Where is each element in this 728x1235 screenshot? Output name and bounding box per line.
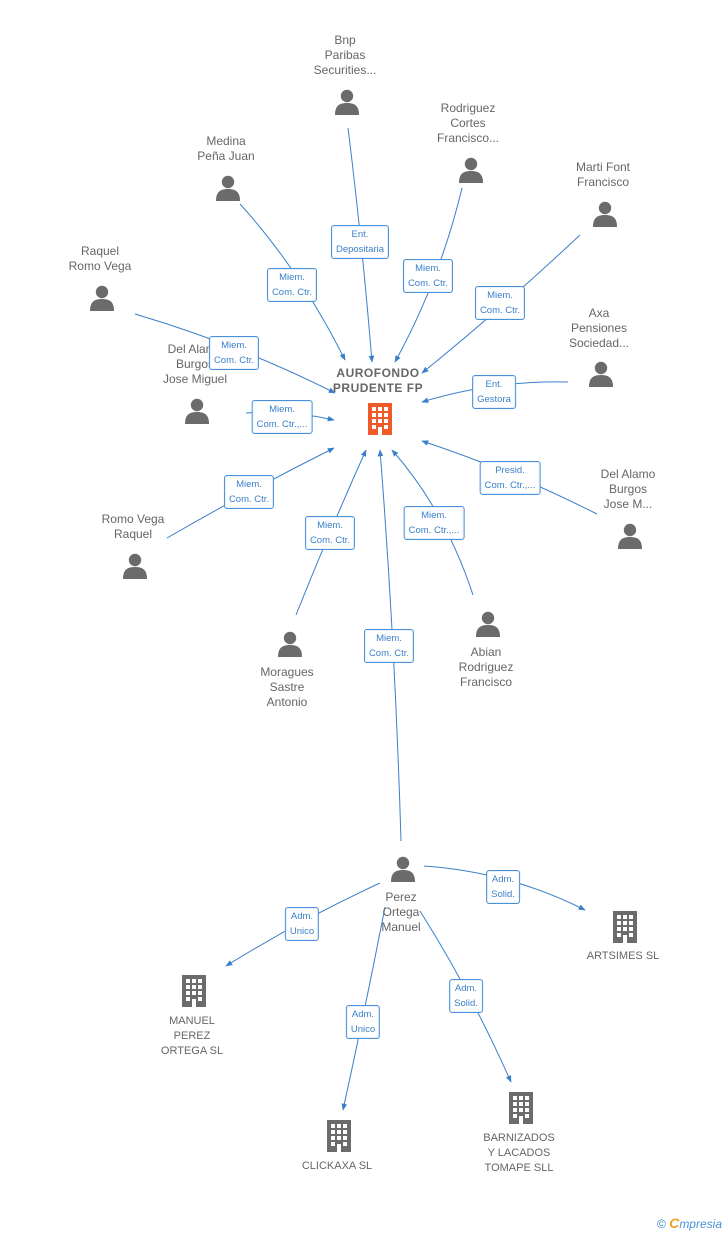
person-label-rodriguez[interactable]: Rodriguez Cortes Francisco... [436, 101, 500, 145]
edge-label-perez: Miem. Com. Ctr. [363, 629, 415, 663]
brand-initial: C [669, 1215, 680, 1231]
building-icon-clickaxa[interactable] [327, 1120, 351, 1152]
edge-label-axa: Ent. Gestora [472, 375, 516, 409]
edge-label-manuel: Adm. Unico [284, 907, 320, 941]
person-icon-delalamo2[interactable] [618, 523, 642, 549]
company-label-clickaxa[interactable]: CLICKAXA SL [301, 1160, 373, 1172]
building-icon-manuel[interactable] [182, 975, 206, 1007]
person-label-abian[interactable]: Abian Rodriguez Francisco [458, 645, 514, 689]
company-label-barnizados[interactable]: BARNIZADOS Y LACADOS TOMAPE SLL [483, 1132, 555, 1174]
company-label-manuel[interactable]: MANUEL PEREZ ORTEGA SL [160, 1015, 224, 1057]
copyright-symbol: © [657, 1217, 666, 1231]
person-icon-rodriguez[interactable] [459, 157, 483, 183]
person-label-medina[interactable]: Medina Peña Juan [197, 134, 255, 163]
edge-label-rodriguez: Miem. Com. Ctr. [402, 259, 454, 293]
person-label-marti[interactable]: Marti Font Francisco [575, 160, 631, 189]
person-label-moragues[interactable]: Moragues Sastre Antonio [260, 665, 314, 709]
empresia-logo[interactable]: © Cmpresia [657, 1215, 722, 1231]
person-icon-moragues[interactable] [278, 631, 302, 657]
edge-label-moragues: Miem. Com. Ctr. [304, 516, 356, 550]
edge-label-marti: Miem. Com. Ctr. [474, 286, 526, 320]
building-icon-artsimes[interactable] [613, 911, 637, 943]
person-icon-marti[interactable] [593, 201, 617, 227]
person-label-delalamo1[interactable]: Del Alamo Burgos Jose Miguel [162, 342, 228, 386]
edge-label-bnp: Ent. Depositaria [330, 225, 390, 259]
edges [134, 127, 598, 1111]
edge-label-raquel: Miem. Com. Ctr. [208, 336, 260, 370]
person-icon-medina[interactable] [216, 175, 240, 201]
person-label-romovega[interactable]: Romo Vega Raquel [101, 512, 165, 541]
person-label-perez[interactable]: Perez Ortega Manuel [381, 890, 421, 934]
person-icon-raquel[interactable] [90, 285, 114, 311]
edge-label-delalamo1: Miem. Com. Ctr.,... [251, 400, 313, 434]
person-icon-abian[interactable] [476, 611, 500, 637]
person-icon-bnp[interactable] [335, 89, 359, 115]
edge-label-medina: Miem. Com. Ctr. [266, 268, 318, 302]
edge-label-artsimes: Adm. Solid. [486, 870, 520, 904]
edge-label-romovega: Miem. Com. Ctr. [223, 475, 275, 509]
edge-label-delalamo2: Presid. Com. Ctr.,... [479, 461, 541, 495]
edge-label-abian: Miem. Com. Ctr.,... [403, 506, 465, 540]
building-icon-barnizados[interactable] [509, 1092, 533, 1124]
person-icon-perez[interactable] [391, 856, 415, 882]
edge-label-barnizados: Adm. Solid. [449, 979, 483, 1013]
person-icon-axa[interactable] [589, 361, 613, 387]
edge-label-clickaxa: Adm. Unico [345, 1005, 381, 1039]
brand-name: mpresia [679, 1217, 722, 1231]
person-label-raquel[interactable]: Raquel Romo Vega [68, 244, 132, 273]
center-building-icon[interactable] [368, 403, 392, 435]
person-label-axa[interactable]: Axa Pensiones Sociedad... [568, 306, 630, 350]
person-label-delalamo2[interactable]: Del Alamo Burgos Jose M... [600, 467, 656, 511]
person-label-bnp[interactable]: Bnp Paribas Securities... [313, 33, 377, 77]
person-icon-delalamo1[interactable] [185, 398, 209, 424]
center-node-label[interactable]: AUROFONDO PRUDENTE FP [332, 366, 424, 395]
company-label-artsimes[interactable]: ARTSIMES SL [586, 950, 660, 962]
person-icon-romovega[interactable] [123, 553, 147, 579]
